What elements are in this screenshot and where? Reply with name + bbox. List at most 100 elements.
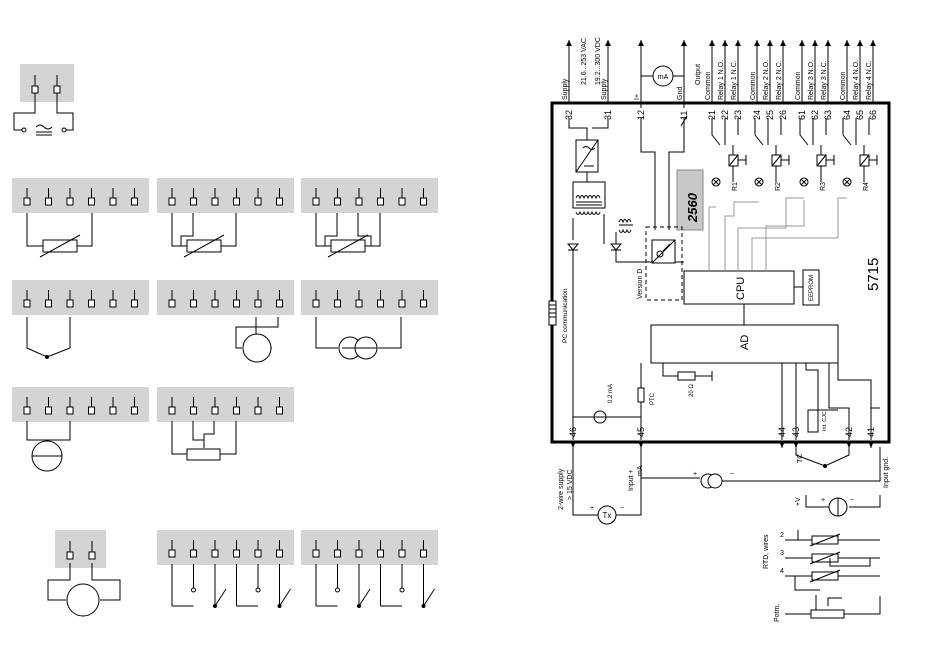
terminal-screw (211, 406, 219, 415)
ma-meter-label: mA (658, 74, 669, 81)
terminal-screw (420, 197, 427, 206)
terminal-screw (88, 197, 95, 206)
terminal-screw (66, 406, 74, 415)
terminal-number: 43 (791, 427, 801, 437)
bottom-terminal: 41 (866, 427, 876, 448)
terminal-number: 11 (679, 111, 689, 120)
terminal-screw (377, 197, 384, 206)
terminal-number: 65 (855, 110, 865, 120)
relay-contact-example (315, 564, 371, 608)
terminal-block (12, 178, 149, 213)
terminal-number: 62 (810, 110, 820, 120)
thermocouple-example (26, 317, 71, 359)
terminal-number: 46 (568, 427, 578, 437)
bottom-terminal: 44 (777, 427, 787, 448)
terminal-screw (66, 197, 74, 206)
terminal-screw (45, 299, 52, 308)
top-terminal: 22 Relay 1 N.O. (718, 40, 730, 120)
current-label: 0.2 mA (608, 384, 614, 403)
terminal-label: Common (795, 71, 802, 100)
supply-connection-example (13, 64, 74, 136)
model-number: 5715 (865, 258, 882, 291)
terminal-number: 22 (720, 110, 730, 120)
relay-output-examples (171, 564, 435, 608)
terminal-screw (190, 299, 197, 308)
terminal-screw (190, 549, 197, 558)
terminal-screw (377, 549, 384, 558)
voltage-source-example (235, 317, 279, 363)
block-diagram: 32Supply31Supply12I+11Gnd21Common22Relay… (548, 37, 891, 622)
terminal-screw (420, 549, 427, 558)
src-minus: − (730, 471, 734, 478)
tx-plus: + (590, 505, 594, 512)
terminal-screw (254, 549, 262, 558)
terminal-screw (254, 197, 262, 206)
device-housing (550, 101, 891, 444)
ma-output-example (47, 530, 121, 617)
potentiometer-example (171, 421, 237, 461)
terminal-number: 24 (752, 110, 762, 120)
terminal-screw (276, 197, 283, 206)
terminal-screw (131, 406, 138, 415)
pc-communication-label: PC communication (562, 288, 569, 343)
terminal-screw (211, 299, 219, 308)
wire-4-label: 4 (780, 568, 784, 575)
terminal-screw (276, 406, 283, 415)
terminal-block (157, 280, 294, 315)
input-ma-label: Input + (628, 469, 635, 491)
terminal-label: Relay 1 N.C. (731, 60, 738, 100)
terminal-screw (398, 299, 406, 308)
terminal-screw (23, 299, 31, 308)
relay-label: R3 (820, 182, 827, 191)
terminal-screw (190, 197, 197, 206)
terminal-screw (276, 299, 283, 308)
top-terminal: 23 Relay 1 N.C. (731, 40, 743, 120)
terminal-block (157, 178, 294, 213)
relay: R4 (842, 118, 878, 191)
terminal-block (12, 280, 149, 315)
potentiometer-symbol (810, 609, 845, 619)
two-wire-label: 2-wire supply (558, 468, 565, 510)
terminal-block (301, 280, 438, 315)
terminal-screw (211, 549, 219, 558)
connection-examples (12, 64, 438, 617)
wire-2-label: 2 (780, 532, 784, 539)
terminal-block (301, 178, 438, 213)
terminal-screw (334, 299, 341, 308)
display-panel (676, 169, 704, 231)
terminal-screw (168, 406, 176, 415)
terminal-screw (168, 299, 176, 308)
terminal-screw (355, 197, 363, 206)
terminal-screw (88, 406, 95, 415)
bottom-terminal: 45 (636, 427, 646, 448)
terminal-screw (109, 197, 117, 206)
tc-label: TC (797, 454, 804, 463)
terminal-number: 31 (603, 110, 613, 120)
terminal-number: 44 (777, 427, 787, 437)
terminal-number: 23 (733, 110, 743, 120)
top-terminal: 65 Relay 4 N.O. (853, 40, 865, 120)
terminal-label: Relay 1 N.O. (718, 60, 725, 100)
terminal-label: Relay 3 N.O. (808, 60, 815, 100)
terminal-label: Relay 4 N.C. (866, 60, 873, 100)
shunt-resistor (677, 371, 696, 381)
top-terminals: 32Supply31Supply12I+11Gnd21Common22Relay… (562, 40, 878, 120)
bottom-terminal: 43 (791, 427, 801, 448)
terminal-label: Common (750, 71, 757, 100)
terminal-label: Relay 3 N.C. (821, 60, 828, 100)
terminal-label: Common (840, 71, 847, 100)
src-plus: + (693, 471, 697, 478)
terminal-block (301, 530, 438, 565)
terminal-label: Common (705, 71, 712, 100)
relay: R2 (754, 118, 790, 191)
cpu-label: CPU (735, 277, 747, 300)
terminal-label: Relay 4 N.O. (853, 60, 860, 100)
terminal-label: I+ (634, 94, 641, 100)
terminal-number: 42 (844, 427, 854, 437)
terminal-screw (377, 299, 384, 308)
terminal-screw (190, 406, 197, 415)
